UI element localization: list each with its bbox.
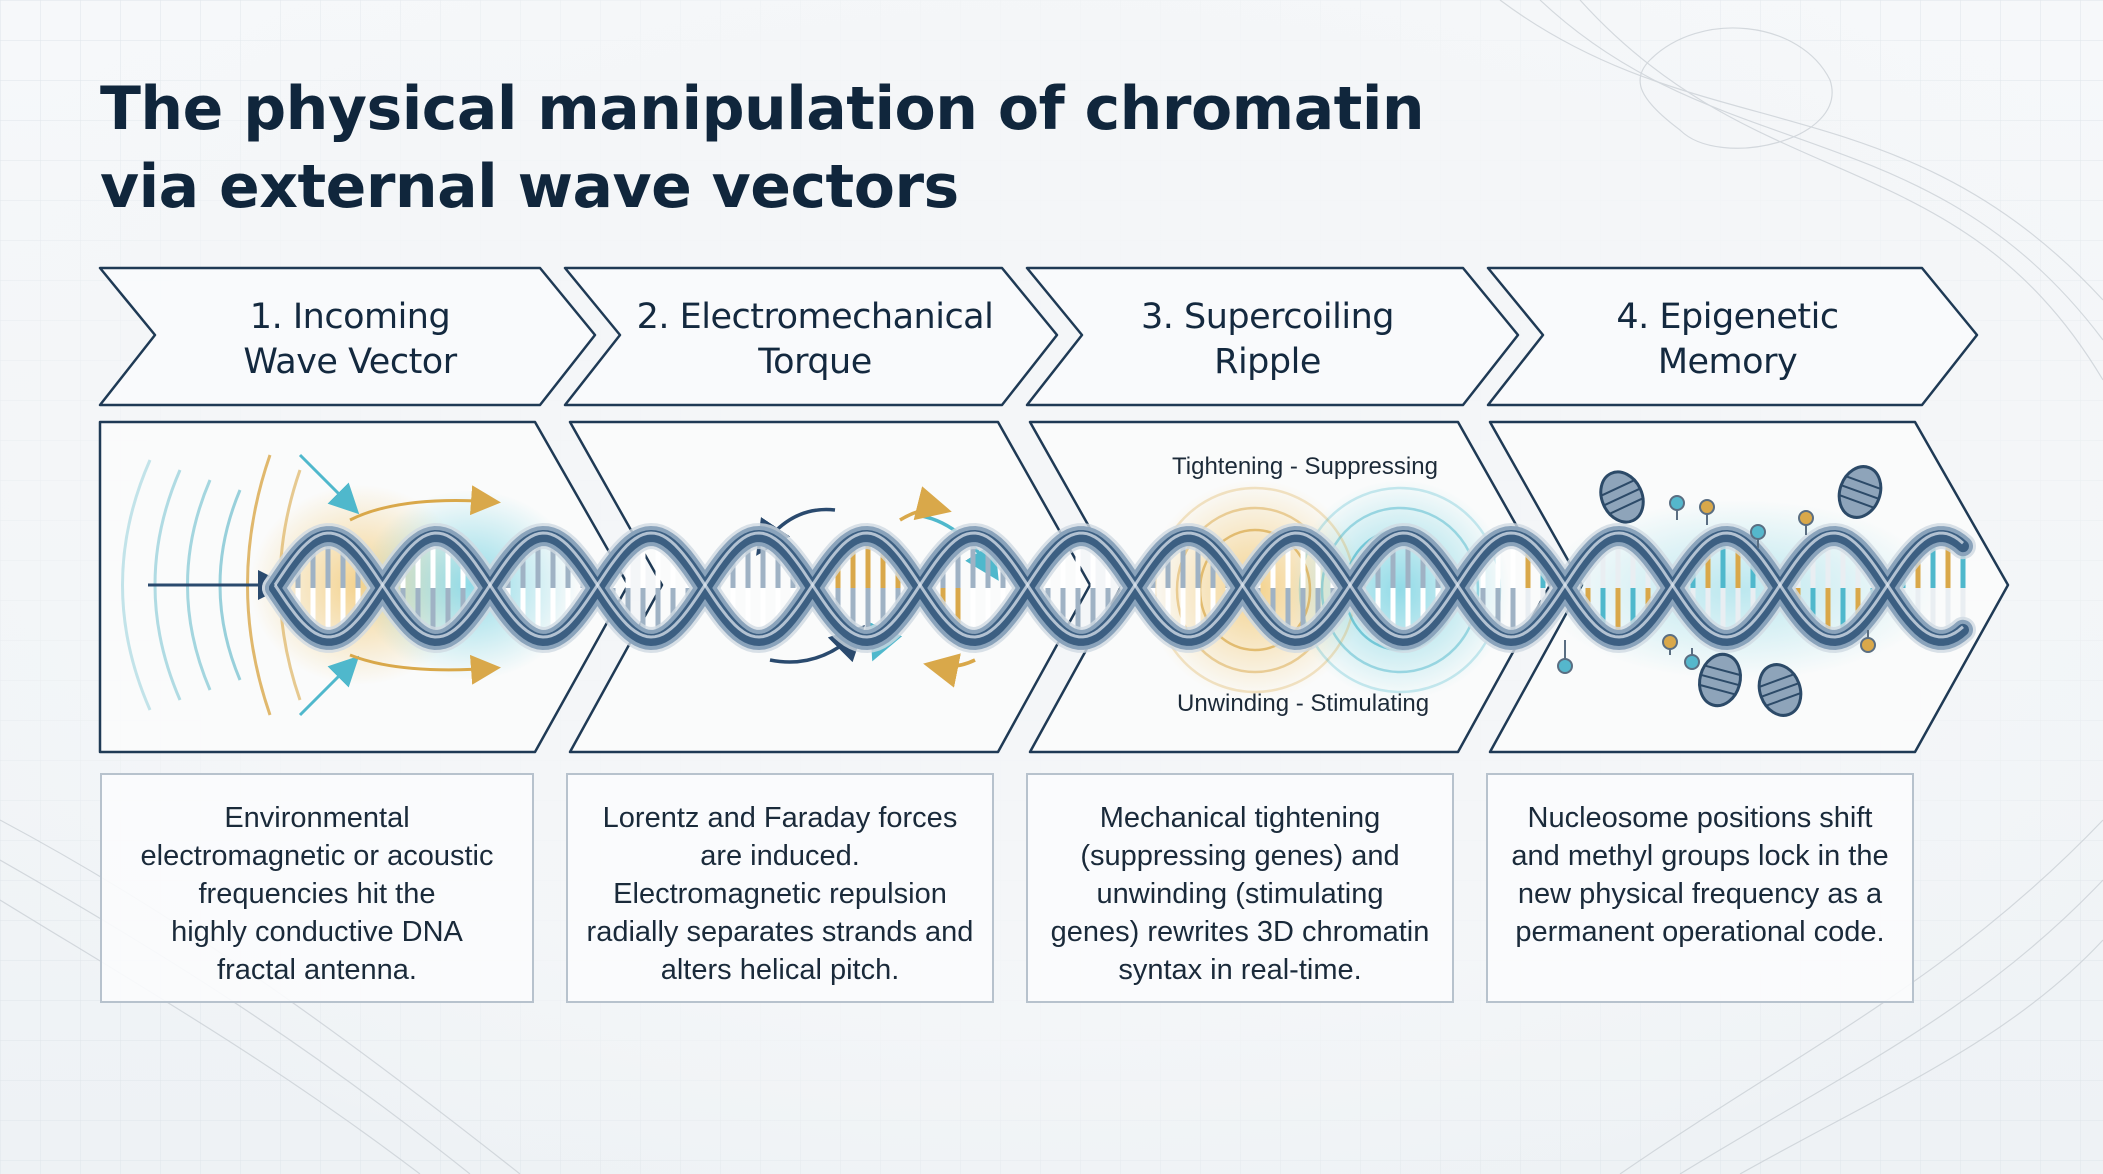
step-2-desc-line: Lorentz and Faraday forces xyxy=(602,802,958,834)
step-3-title-line-1: 3. Supercoiling xyxy=(1140,297,1395,337)
step-4-desc-line: and methyl groups lock in the xyxy=(1511,840,1889,872)
unwinding-label: Unwinding - Stimulating xyxy=(1177,690,1430,717)
unwinding-glow xyxy=(1290,480,1510,700)
step-1-header-chevron xyxy=(98,266,597,407)
step-4-desc-line: new physical frequency as a xyxy=(1517,878,1883,910)
step-3-header-chevron xyxy=(1025,266,1520,407)
methyl-groups xyxy=(1557,495,1876,674)
step-2-description: Lorentz and Faraday forces are induced. … xyxy=(566,773,994,1003)
step-3-desc-line: genes) rewrites 3D chromatin xyxy=(1050,916,1430,948)
step-4-title-line-2: Memory xyxy=(1657,342,1798,382)
title-line-1: The physical manipulation of chromatin xyxy=(100,74,1425,144)
step-3-title-line-2: Ripple xyxy=(1214,342,1321,382)
step-1-desc-line: electromagnetic or acoustic xyxy=(140,840,494,872)
step-4-desc-line: Nucleosome positions shift xyxy=(1527,802,1873,834)
title-line-2: via external wave vectors xyxy=(100,152,959,222)
step-2-desc-line: alters helical pitch. xyxy=(660,954,900,986)
step-4-header-chevron xyxy=(1486,266,1979,407)
nucleosomes xyxy=(1599,465,1883,717)
step-3-title: 3. Supercoiling Ripple xyxy=(1085,292,1450,388)
step-2-desc-line: radially separates strands and xyxy=(586,916,974,948)
step-3-desc-line: (suppressing genes) and xyxy=(1080,840,1400,872)
step-1-desc-line: Environmental xyxy=(224,802,410,834)
step-1-desc-line: highly conductive DNA xyxy=(171,916,463,948)
page-title: The physical manipulation of chromatin v… xyxy=(100,70,1425,226)
step-1-title-line-2: Wave Vector xyxy=(243,342,457,382)
step-4-desc-line: permanent operational code. xyxy=(1515,916,1885,948)
dna-strand-a xyxy=(269,529,1969,647)
dna-strand-highlight xyxy=(273,531,1964,639)
step-2-title-line-2: Torque xyxy=(758,342,872,382)
step-1-description: Environmental electromagnetic or acousti… xyxy=(100,773,534,1003)
dna-strand-highlight xyxy=(273,531,1964,639)
step-3-desc-line: Mechanical tightening xyxy=(1099,802,1381,834)
step-4-description: Nucleosome positions shift and methyl gr… xyxy=(1486,773,1914,1003)
step-4-title-line-1: 4. Epigenetic xyxy=(1616,297,1839,337)
step-1-desc-line: fractal antenna. xyxy=(217,954,417,986)
step-1-title: 1. Incoming Wave Vector xyxy=(160,292,540,388)
step-4-title: 4. Epigenetic Memory xyxy=(1545,292,1910,388)
step-2-header-chevron xyxy=(563,266,1059,407)
step-2-title-line-1: 2. Electromechanical xyxy=(636,297,994,337)
step-1-desc-line: frequencies hit the xyxy=(198,878,436,910)
step-2-desc-line: are induced. xyxy=(700,840,860,872)
step-1-title-line-1: 1. Incoming xyxy=(249,297,451,337)
field-arrows xyxy=(298,453,501,717)
step-3-desc-line: syntax in real-time. xyxy=(1118,954,1362,986)
step-2-title: 2. Electromechanical Torque xyxy=(610,292,1020,388)
dna-strand-b xyxy=(269,529,1969,647)
step-3-description: Mechanical tightening (suppressing genes… xyxy=(1026,773,1454,1003)
dna-helix xyxy=(262,522,1976,654)
tightening-label: Tightening - Suppressing xyxy=(1172,453,1438,480)
step-2-desc-line: Electromagnetic repulsion xyxy=(613,878,947,910)
step-3-desc-line: unwinding (stimulating xyxy=(1096,878,1384,910)
